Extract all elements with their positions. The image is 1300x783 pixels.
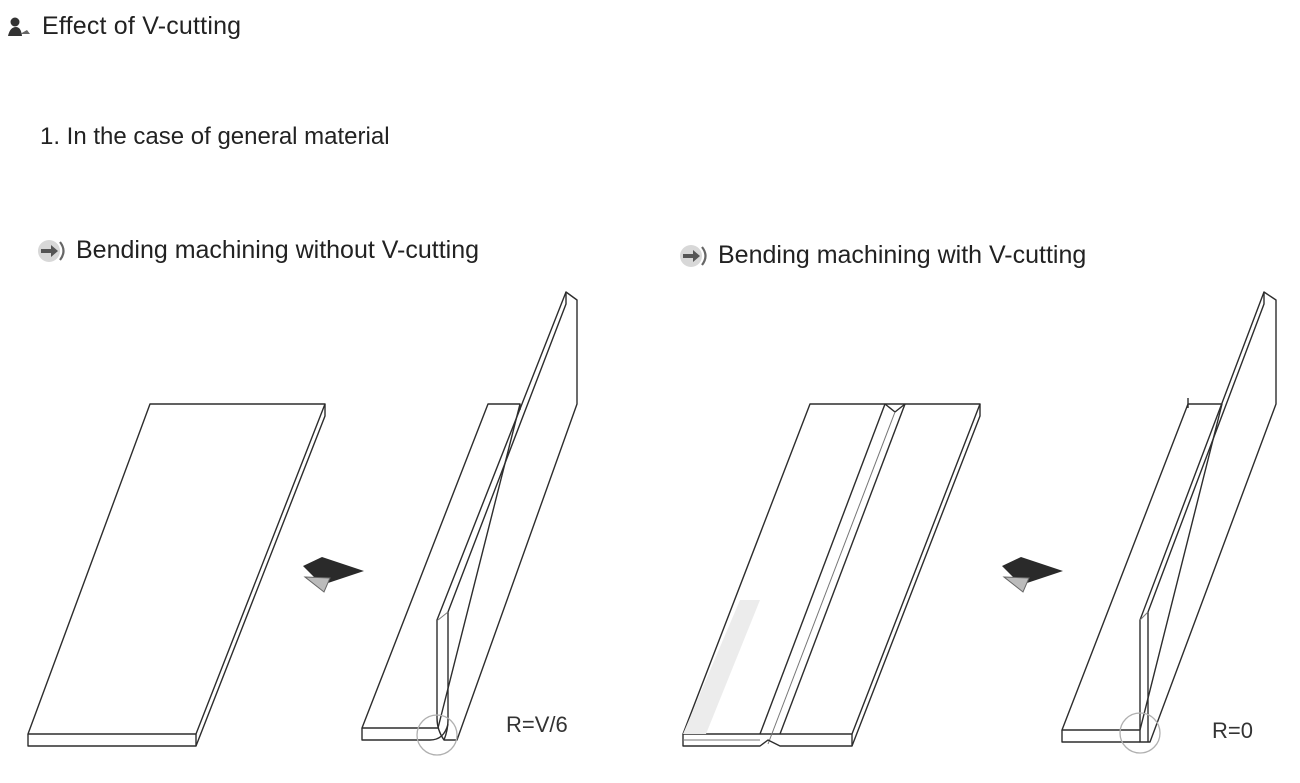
arrow-bullet-icon (680, 244, 707, 267)
caption-label: Bending machining with V-cutting (718, 241, 1087, 269)
bend-highlight-circle (1119, 712, 1161, 754)
caption-without-v-cutting: Bending machining without V-cutting (36, 236, 479, 265)
process-arrow-icon (1002, 557, 1063, 593)
person-bullet-icon (8, 17, 30, 36)
section-heading: 1. In the case of general material (40, 123, 390, 150)
bent-plate-sharp (1061, 291, 1277, 754)
caption-with-v-cutting: Bending machining with V-cutting (678, 241, 1086, 270)
process-arrow-icon (303, 557, 364, 593)
radius-label-with-v-cutting: R=0 (1212, 718, 1253, 743)
page-title-text: Effect of V-cutting (42, 12, 242, 40)
page-title: Effect of V-cutting (6, 12, 241, 41)
flat-plate (27, 403, 326, 747)
bend-highlight-circle (416, 714, 458, 756)
bent-plate-rounded (361, 291, 578, 756)
caption-label: Bending machining without V-cutting (76, 236, 480, 264)
radius-label-without-v-cutting: R=V/6 (506, 712, 568, 737)
v-grooved-plate (682, 403, 981, 747)
arrow-bullet-icon (38, 239, 65, 262)
